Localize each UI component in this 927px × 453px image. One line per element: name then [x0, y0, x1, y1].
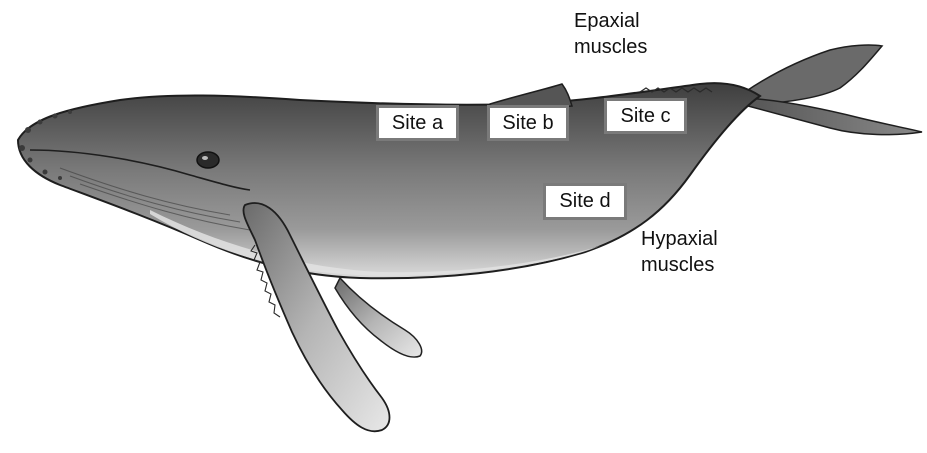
site-b-box: Site b [487, 105, 569, 141]
far-pectoral-fin [335, 278, 422, 357]
tail-fluke-lower [745, 98, 922, 135]
hypaxial-label: Hypaxial muscles [641, 226, 718, 278]
hypaxial-label-line2: muscles [641, 252, 718, 278]
epaxial-label-line2: muscles [574, 34, 647, 60]
eye [197, 152, 219, 168]
tail-fluke-upper [745, 45, 882, 104]
epaxial-label: Epaxial muscles [574, 8, 647, 60]
epaxial-label-line1: Epaxial [574, 8, 647, 34]
site-a-box: Site a [376, 105, 459, 141]
site-d-box: Site d [543, 183, 627, 220]
site-c-box: Site c [604, 98, 687, 134]
hypaxial-label-line1: Hypaxial [641, 226, 718, 252]
dorsal-fin [490, 84, 572, 108]
